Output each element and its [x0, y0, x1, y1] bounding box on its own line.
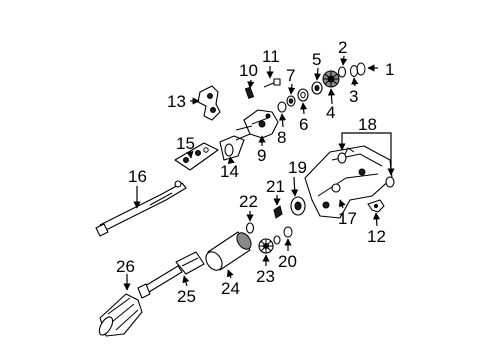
callout-9: 9 [257, 146, 266, 165]
part-23-gear [258, 238, 274, 254]
part-15-bracket-plate [174, 142, 219, 171]
leader-18a [338, 132, 368, 151]
leader-8 [278, 113, 287, 128]
leader-17 [338, 199, 346, 209]
callout-23: 23 [256, 267, 275, 286]
part-3-ring [350, 65, 358, 77]
leader-12 [372, 212, 381, 227]
callout-13: 13 [167, 92, 186, 111]
leader-lines [123, 55, 395, 291]
part-21-clip [273, 205, 283, 219]
part-14-coupling [219, 133, 251, 161]
part-5-cancel-cam [311, 81, 323, 95]
leader-15 [186, 151, 194, 159]
part-10-pin [244, 86, 255, 100]
leader-2 [340, 55, 348, 66]
callout-22: 22 [239, 192, 258, 211]
callout-labels: 1 2 3 4 5 6 7 8 9 10 11 12 13 14 15 16 1… [116, 38, 394, 306]
callout-15: 15 [176, 134, 195, 153]
callout-14: 14 [220, 162, 239, 181]
leader-24 [226, 269, 234, 279]
part-13-bracket [197, 85, 221, 121]
part-1-ring [356, 62, 366, 76]
leader-3 [351, 77, 359, 87]
part-8-washer [277, 101, 287, 113]
leader-5 [313, 67, 322, 81]
callout-2: 2 [338, 38, 347, 57]
callout-10: 10 [239, 61, 258, 80]
part-25-lower-shaft [137, 251, 205, 299]
leader-10 [247, 79, 255, 89]
part-20-ring [283, 226, 293, 238]
part-26-boot [98, 293, 143, 337]
callout-3: 3 [349, 87, 358, 106]
part-12-lever [367, 199, 385, 213]
leader-4 [327, 88, 336, 105]
callout-11: 11 [262, 47, 280, 66]
callout-4: 4 [326, 103, 335, 122]
leader-6 [300, 102, 308, 115]
leader-14 [227, 156, 235, 165]
callout-21: 21 [266, 177, 285, 196]
leader-7 [288, 83, 296, 95]
leader-18b [368, 132, 395, 176]
part-7-washer [286, 95, 296, 107]
part-23b-washer [273, 235, 281, 245]
part-24-sleeve [205, 231, 252, 271]
leader-19 [291, 176, 299, 197]
part-4-lock-plate [322, 70, 340, 88]
callout-16: 16 [128, 167, 147, 186]
part-11-screw [263, 78, 281, 88]
callout-1: 1 [385, 60, 394, 79]
part-16-shaft [95, 180, 187, 237]
callout-17: 17 [338, 209, 357, 228]
part-9-lock-housing [235, 109, 279, 139]
callout-20: 20 [278, 252, 297, 271]
part-19-sensor [290, 196, 306, 216]
part-6-bearing [297, 88, 309, 102]
callout-12: 12 [367, 227, 386, 246]
callout-19: 19 [288, 158, 307, 177]
callout-25: 25 [177, 287, 196, 306]
callout-6: 6 [299, 115, 308, 134]
part-2-clip [337, 66, 347, 78]
callout-8: 8 [277, 128, 286, 147]
callout-26: 26 [116, 257, 135, 276]
part-18-bushings [337, 152, 395, 188]
callout-24: 24 [221, 279, 240, 298]
callout-5: 5 [312, 50, 321, 69]
leader-25 [182, 275, 190, 287]
part-22-washer [245, 222, 255, 234]
callout-18: 18 [358, 115, 377, 134]
callout-7: 7 [286, 66, 295, 85]
